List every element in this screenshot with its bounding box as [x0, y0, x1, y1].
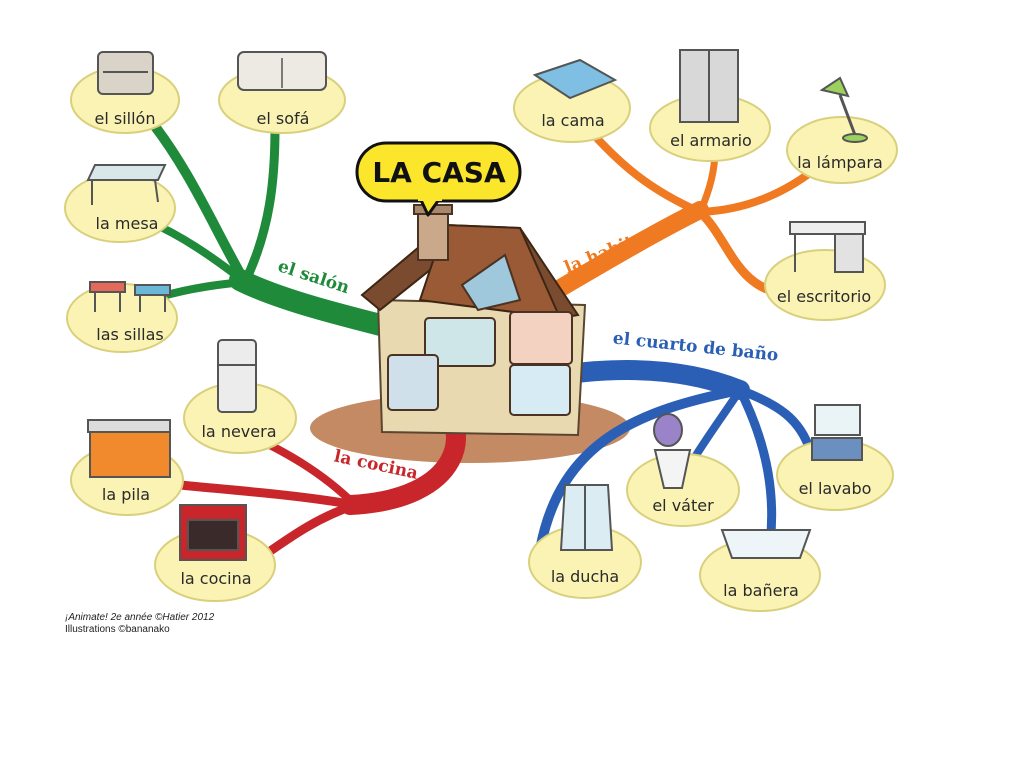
node-escritorio: el escritorio — [764, 221, 886, 321]
node-ducha: la ducha — [528, 484, 642, 599]
node-label-sillon: el sillón — [95, 109, 156, 128]
node-sofa: el sofá — [218, 51, 346, 134]
node-lavabo: el lavabo — [776, 404, 894, 511]
node-label-banera: la bañera — [723, 581, 799, 600]
node-pila: la pila — [70, 419, 184, 516]
bathtub-icon — [720, 529, 812, 559]
node-sillon: el sillón — [70, 51, 180, 134]
credit-line-2: Illustrations ©bananako — [65, 624, 170, 635]
node-lampara: la lámpara — [786, 76, 898, 184]
node-label-mesa: la mesa — [96, 214, 159, 233]
node-vater: el váter — [626, 413, 740, 527]
fridge-icon — [217, 339, 257, 413]
node-sillas: las sillas — [66, 281, 178, 353]
node-mesa: la mesa — [64, 164, 176, 243]
sink-icon — [811, 404, 863, 461]
bed-icon — [532, 58, 618, 100]
desk-icon — [789, 221, 866, 273]
node-label-vater: el váter — [652, 496, 714, 515]
node-label-nevera: la nevera — [201, 422, 276, 441]
stove-icon — [179, 504, 247, 561]
node-label-lampara: la lámpara — [797, 153, 883, 172]
node-nevera: la nevera — [183, 339, 297, 454]
node-label-armario: el armario — [670, 131, 752, 150]
armchair-icon — [97, 51, 154, 95]
node-label-pila: la pila — [102, 485, 150, 504]
node-label-ducha: la ducha — [551, 567, 619, 586]
page-title: LA CASA — [372, 156, 506, 189]
kitchen-sink-icon — [87, 419, 171, 478]
table-icon — [86, 164, 167, 205]
wardrobe-icon — [679, 49, 739, 123]
branch-label-bano: el cuarto de baño — [612, 328, 779, 365]
node-cama: la cama — [513, 58, 631, 143]
node-cocina: la cocina — [154, 504, 276, 602]
node-label-lavabo: el lavabo — [799, 479, 872, 498]
node-label-cocina: la cocina — [180, 569, 251, 588]
toilet-icon — [653, 413, 692, 489]
node-armario: el armario — [649, 49, 771, 162]
node-label-sofa: el sofá — [257, 109, 310, 128]
node-banera: la bañera — [699, 529, 821, 612]
branch-bano — [535, 360, 815, 555]
credit-line-1: ¡Animate! 2e année ©Hatier 2012 — [65, 612, 215, 623]
credit: ¡Animate! 2e année ©Hatier 2012 Illustra… — [65, 612, 214, 636]
node-label-sillas: las sillas — [96, 325, 163, 344]
house-illustration — [360, 204, 587, 437]
node-label-cama: la cama — [541, 111, 604, 130]
shower-icon — [559, 484, 614, 551]
branch-label-habitacion: la habitación — [562, 213, 685, 278]
node-label-escritorio: el escritorio — [777, 287, 871, 306]
lamp-icon — [819, 76, 868, 143]
sofa-icon — [237, 51, 327, 91]
chairs-icon — [89, 281, 171, 312]
title-bubble: LA CASA — [355, 141, 522, 217]
